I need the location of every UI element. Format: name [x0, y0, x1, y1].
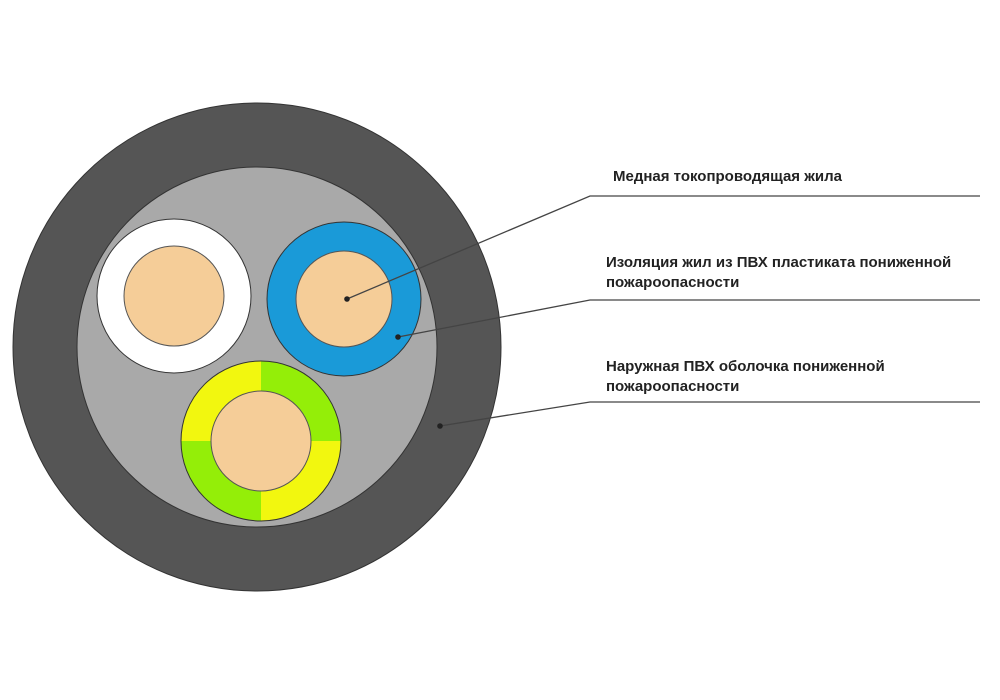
leader-dot-insulation [395, 334, 401, 340]
label-sheath-line1: Наружная ПВХ оболочка пониженной [606, 358, 885, 375]
leader-dot-conductor [344, 296, 350, 302]
label-insulation-line2: пожароопасности [606, 274, 739, 291]
copper-conductor-white [123, 245, 225, 347]
core-yellow-green [180, 360, 342, 522]
label-insulation-line1: Изоляция жил из ПВХ пластиката пониженно… [606, 254, 951, 271]
label-sheath-line2: пожароопасности [606, 378, 739, 395]
leader-dot-sheath [437, 423, 443, 429]
core-blue [266, 221, 422, 377]
insulation-yellow-green-outline [180, 360, 342, 522]
core-white [96, 218, 252, 374]
leader-lines [346, 195, 980, 427]
leader-line-conductor [346, 195, 980, 300]
leader-line-insulation [397, 299, 980, 338]
copper-conductor-blue [295, 250, 393, 348]
leader-line-sheath [439, 401, 980, 427]
label-conductor: Медная токопроводящая жила [613, 168, 843, 185]
copper-conductor-yellow-green [210, 390, 312, 492]
